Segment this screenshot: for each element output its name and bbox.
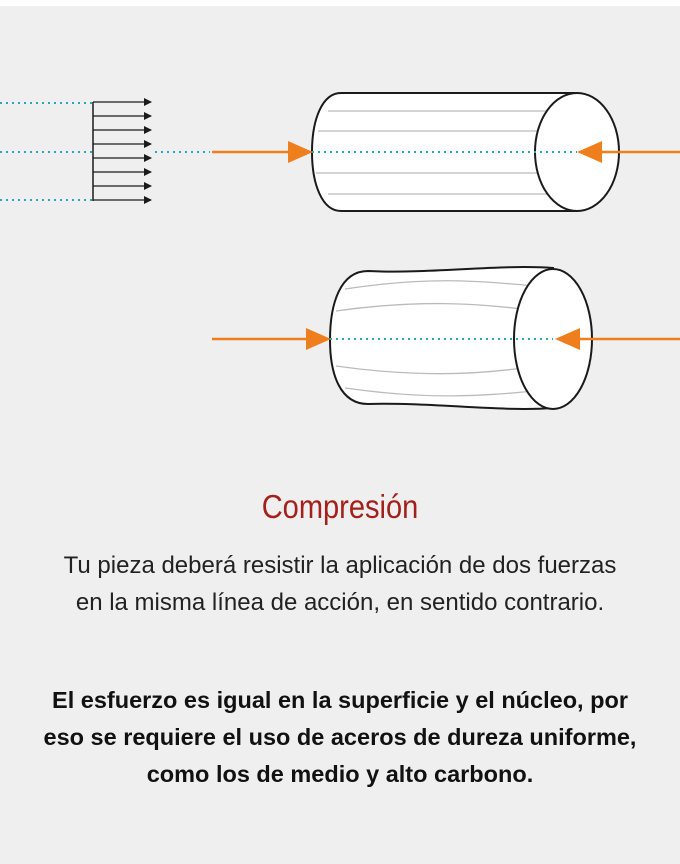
description-text: Tu pieza deberá resistir la aplicación d… [63, 552, 617, 616]
cylinder-top [155, 92, 680, 212]
section-title: Compresión [261, 488, 419, 525]
emphasis-text: El esfuerzo es igual en la superficie y … [43, 687, 637, 787]
compression-diagram [0, 92, 680, 410]
content-card: Compresión Tu pieza deberá resistir la a… [0, 6, 680, 864]
stress-distribution-icon [0, 98, 152, 204]
cylinder-bottom-deformed [212, 266, 680, 410]
